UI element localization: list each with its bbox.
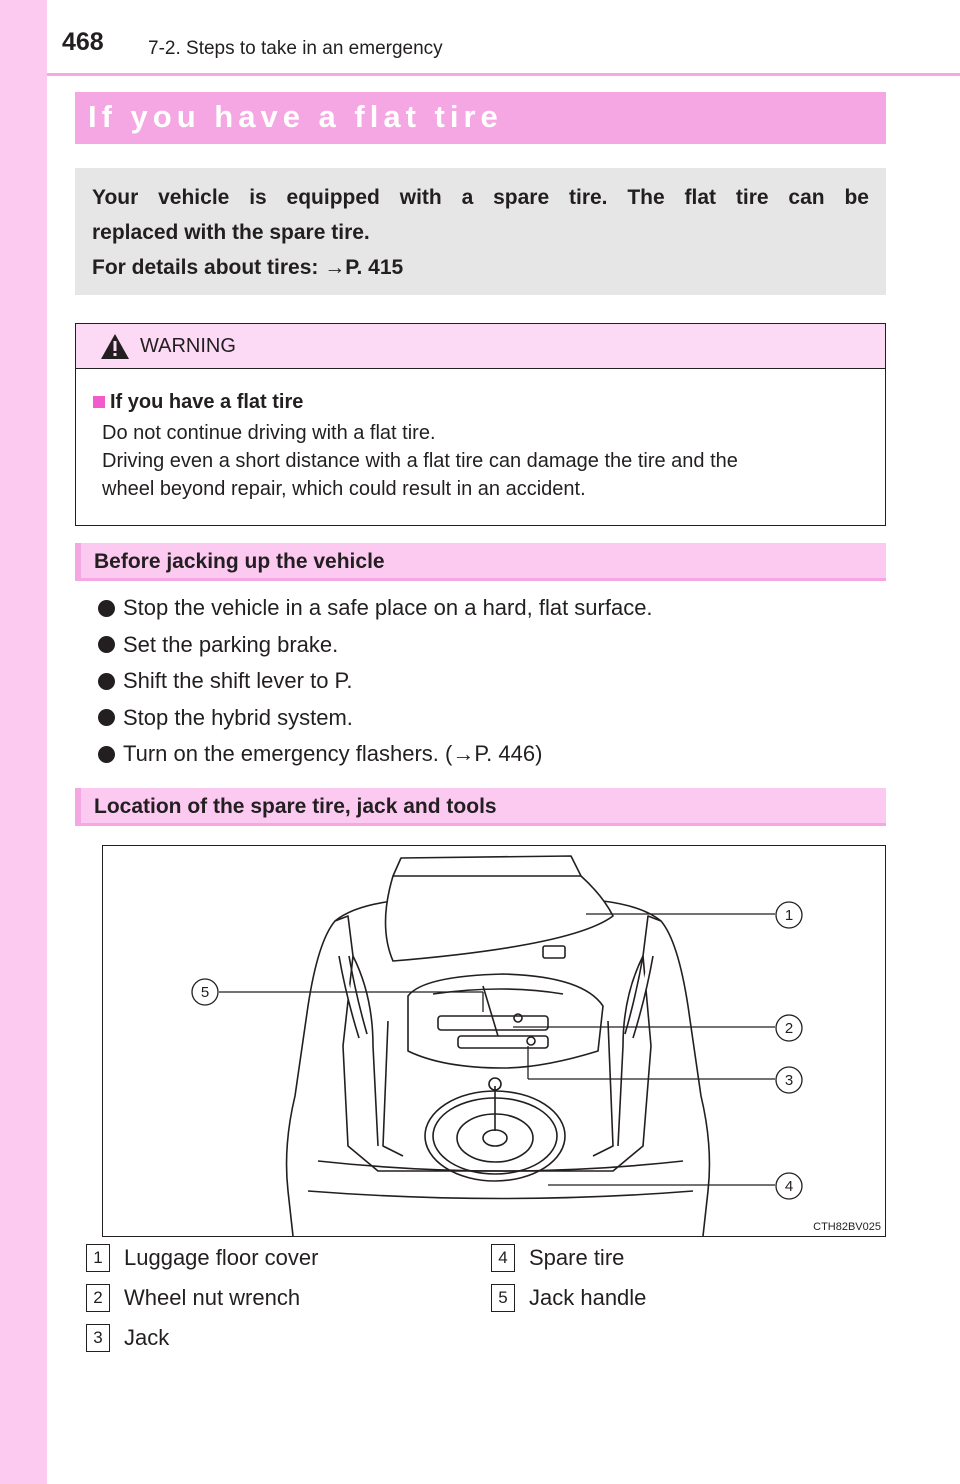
list-item: Stop the hybrid system. (98, 700, 653, 737)
warning-box: WARNING If you have a flat tire Do not c… (75, 323, 886, 526)
callout-label: 5 (201, 984, 209, 1001)
list-item: Shift the shift lever to P. (98, 663, 653, 700)
page-number: 468 (62, 28, 104, 56)
intro-box: Your vehicle is equipped with a spare ti… (75, 168, 886, 295)
callout-1 (775, 901, 803, 929)
legend-number: 5 (491, 1284, 515, 1312)
warning-header: WARNING (76, 324, 885, 369)
legend-number: 4 (491, 1244, 515, 1272)
left-margin-band (0, 0, 47, 1484)
header-rule (47, 73, 960, 76)
trunk-illustration: 1 2 3 4 5 CTH82BV025 (102, 845, 886, 1237)
arrow-right-icon: → (324, 256, 346, 279)
bullet-dot-icon (98, 709, 115, 727)
callout-2 (775, 1014, 803, 1042)
intro-line-3: For details about tires: →P. 415 (92, 256, 404, 279)
callout-label: 2 (785, 1020, 793, 1037)
intro-line-2: replaced with the spare tire. (92, 221, 370, 244)
legend-number: 2 (86, 1284, 110, 1312)
page-reference-link[interactable]: P. 415 (345, 256, 404, 279)
warning-body: If you have a flat tire Do not continue … (76, 369, 885, 503)
bullet-dot-icon (98, 672, 115, 690)
callout-label: 1 (785, 907, 793, 924)
callout-4 (775, 1172, 803, 1200)
list-item: Set the parking brake. (98, 627, 653, 664)
title-band (75, 92, 886, 144)
trunk-drawing: 1 2 3 4 5 (191, 855, 803, 1236)
steps-list: Stop the vehicle in a safe place on a ha… (98, 590, 653, 773)
callout-label: 4 (785, 1178, 793, 1195)
page-title: If you have a flat tire (88, 99, 503, 134)
intro-line-1: Your vehicle is equipped with a spare ti… (92, 186, 869, 209)
section-heading-before-jacking: Before jacking up the vehicle (75, 543, 886, 581)
legend-number: 1 (86, 1244, 110, 1272)
bullet-dot-icon (98, 599, 115, 617)
list-item: Stop the vehicle in a safe place on a ha… (98, 590, 653, 627)
callout-label: 3 (785, 1072, 793, 1089)
warning-subheading: If you have a flat tire (93, 389, 885, 415)
figure-code: CTH82BV025 (813, 1221, 881, 1233)
bullet-dot-icon (98, 745, 115, 763)
callout-5 (191, 978, 219, 1006)
legend-number: 3 (86, 1324, 110, 1352)
bullet-dot-icon (98, 636, 115, 654)
warning-text: Do not continue driving with a flat tire… (102, 422, 738, 500)
list-item: Turn on the emergency flashers. (→P. 446… (98, 736, 653, 773)
callout-3 (775, 1066, 803, 1094)
warning-triangle-icon (101, 334, 129, 359)
running-head: 7-2. Steps to take in an emergency (148, 38, 443, 59)
warning-label: WARNING (140, 335, 236, 357)
section-heading-location: Location of the spare tire, jack and too… (75, 788, 886, 826)
square-bullet-icon (93, 396, 105, 408)
